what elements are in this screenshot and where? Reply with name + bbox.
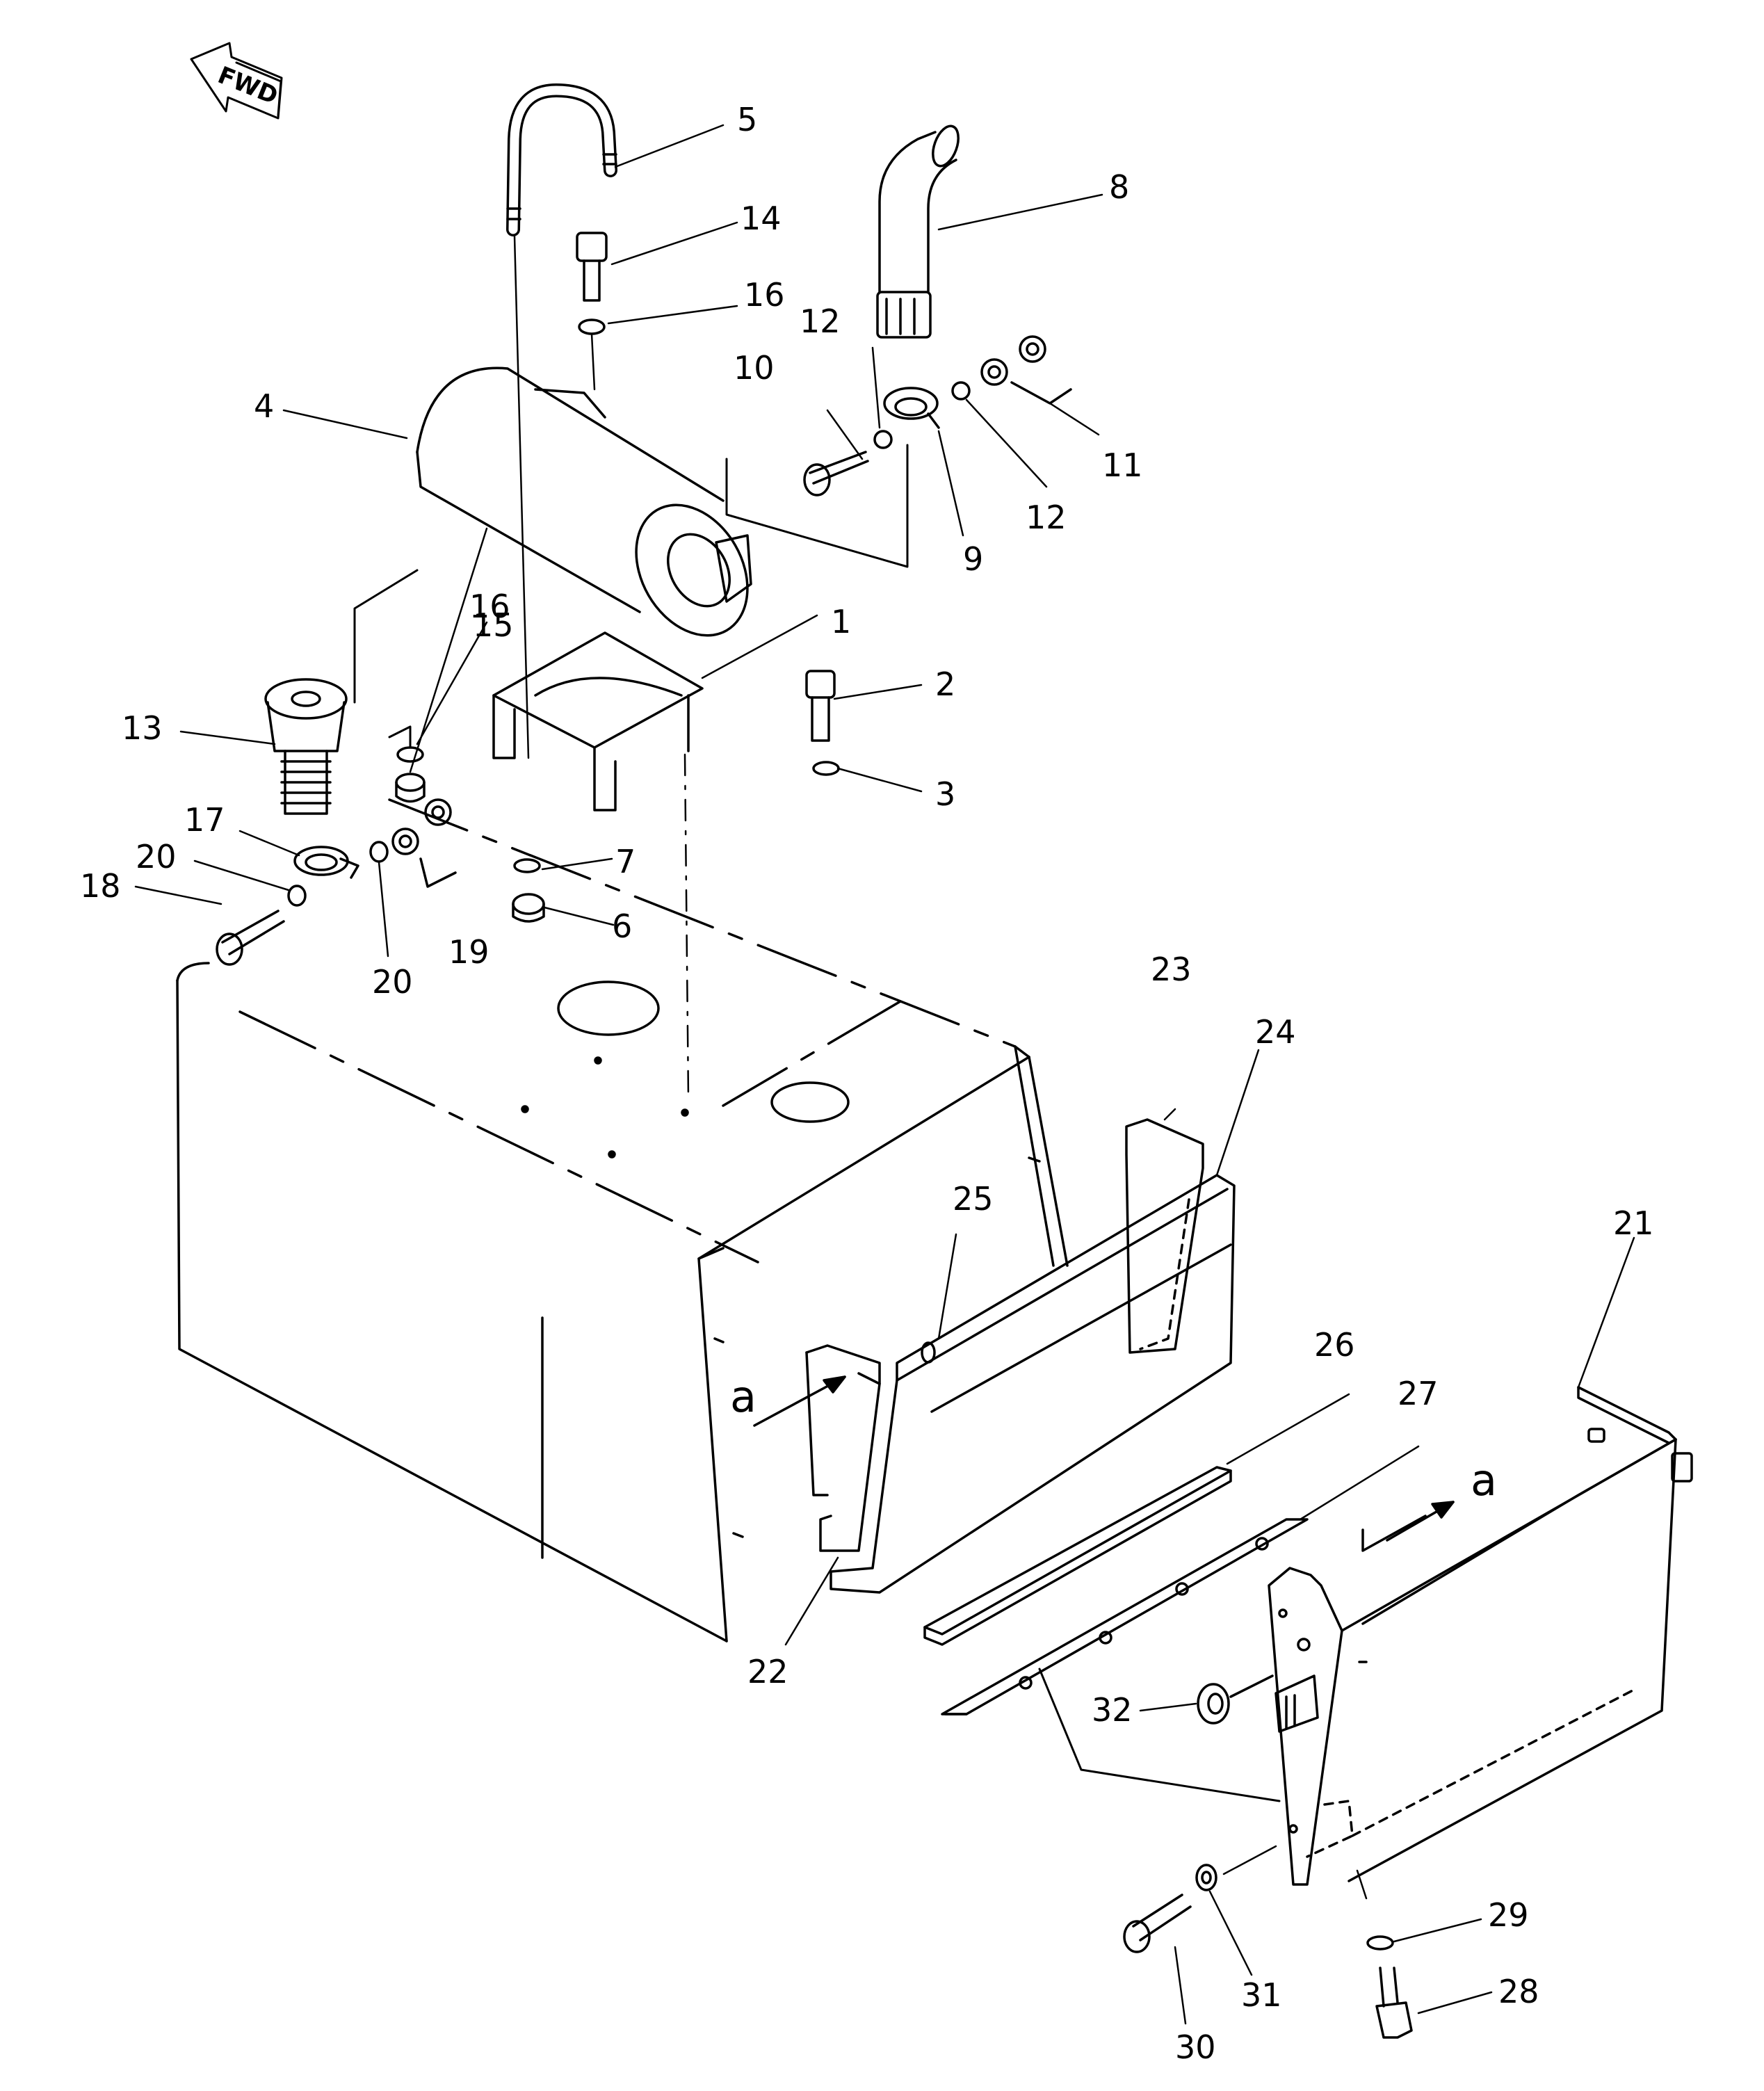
callout-32: 32 (1092, 1691, 1133, 1729)
bolt-18-part (216, 910, 285, 966)
callout-31: 31 (1241, 1976, 1282, 2014)
washer-20a-part (287, 885, 307, 907)
clamp-band-part (883, 387, 940, 429)
callout-15: 15 (473, 606, 514, 644)
washer-16a-part (578, 318, 606, 335)
callout-9: 9 (963, 540, 983, 578)
clamp-17-part (293, 846, 359, 879)
fwd-arrow-icon: FWD (190, 42, 283, 120)
callout-20a: 20 (136, 838, 177, 875)
washer-12a-part (873, 430, 893, 449)
callout-18: 18 (80, 867, 121, 905)
bolt-30-part (1123, 1894, 1192, 1953)
callout-11: 11 (1102, 446, 1143, 484)
washer-7-part (513, 858, 541, 873)
leader-line (1356, 1869, 1368, 1900)
fwd-label: FWD (214, 61, 282, 110)
leader-line (353, 569, 419, 704)
leader-line (590, 332, 596, 391)
callout-7: 7 (615, 843, 636, 880)
label-leaders (134, 124, 1635, 2025)
callout-10: 10 (734, 349, 775, 387)
washer-29-part (1366, 1935, 1394, 1951)
callout-1: 1 (831, 603, 851, 640)
callout-12a: 12 (800, 302, 841, 340)
callout-23: 23 (1151, 951, 1192, 988)
callout-24: 24 (1255, 1013, 1296, 1051)
bolt-10-part (803, 451, 869, 496)
callout-22: 22 (747, 1653, 788, 1690)
nuts-19-part (391, 798, 457, 888)
washer-12b-part (951, 381, 971, 401)
strip-27-part (941, 1518, 1309, 1715)
callout-20b: 20 (372, 963, 413, 1001)
muffler-bracket-part (492, 631, 704, 812)
callout-4: 4 (254, 387, 274, 425)
callout-2: 2 (935, 665, 955, 703)
callout-28: 28 (1498, 1973, 1539, 2010)
washer-31-part (1195, 1864, 1217, 1891)
leader-line (388, 725, 412, 749)
callout-12b: 12 (1026, 499, 1067, 536)
hose-part (506, 83, 617, 236)
callout-16b: 16 (469, 588, 510, 625)
muffler-part (416, 366, 752, 637)
callout-25: 25 (953, 1180, 994, 1218)
callout-14: 14 (741, 200, 782, 237)
callout-labels: 1 2 3 4 5 6 7 8 9 10 11 12 12 13 14 15 1… (80, 101, 1654, 2066)
callout-3: 3 (935, 775, 955, 813)
callout-30: 30 (1175, 2028, 1216, 2066)
view-marker-a-left: a (730, 1371, 756, 1422)
washer-16b-part (396, 746, 424, 763)
bolt-28-part (1375, 1967, 1413, 2039)
cover-21-part (1268, 1386, 1693, 1886)
callout-8: 8 (1109, 168, 1129, 206)
washer-20b-part (369, 841, 389, 863)
callout-6: 6 (612, 907, 632, 945)
callout-19: 19 (448, 933, 489, 971)
spacer-15-part (395, 773, 426, 803)
leader-line (1038, 1668, 1281, 1802)
strip-26-part (923, 1466, 1232, 1646)
view-arrow-a-left: a (730, 1371, 846, 1427)
callout-27: 27 (1398, 1375, 1439, 1412)
bolt-2-part (805, 670, 836, 742)
callout-21: 21 (1613, 1204, 1654, 1242)
air-cleaner-part (264, 678, 348, 815)
leader-line (513, 235, 530, 759)
cover-24-part (830, 1174, 1236, 1594)
leader-bracket (725, 444, 909, 568)
view-marker-a-right: a (1471, 1455, 1497, 1505)
grommet-32-part (1197, 1674, 1274, 1725)
leader-line (1222, 1845, 1277, 1875)
tank-body-part (176, 798, 1069, 1642)
callout-29: 29 (1488, 1896, 1529, 1934)
view-arrow-a-right: a (1386, 1455, 1497, 1542)
plate-23-part (1125, 1118, 1204, 1354)
plate-22-part (805, 1344, 881, 1552)
callout-5: 5 (737, 101, 757, 138)
callout-17: 17 (184, 801, 225, 839)
callout-13: 13 (122, 709, 163, 747)
leader-line (683, 753, 690, 1100)
exhaust-pipe-part (876, 124, 960, 339)
callout-16a: 16 (744, 276, 785, 314)
washer-3-part (812, 761, 840, 776)
bolt-14-part (576, 232, 608, 302)
nut-6-part (512, 893, 545, 923)
nuts-11-part (980, 335, 1072, 405)
callout-26: 26 (1314, 1326, 1355, 1364)
